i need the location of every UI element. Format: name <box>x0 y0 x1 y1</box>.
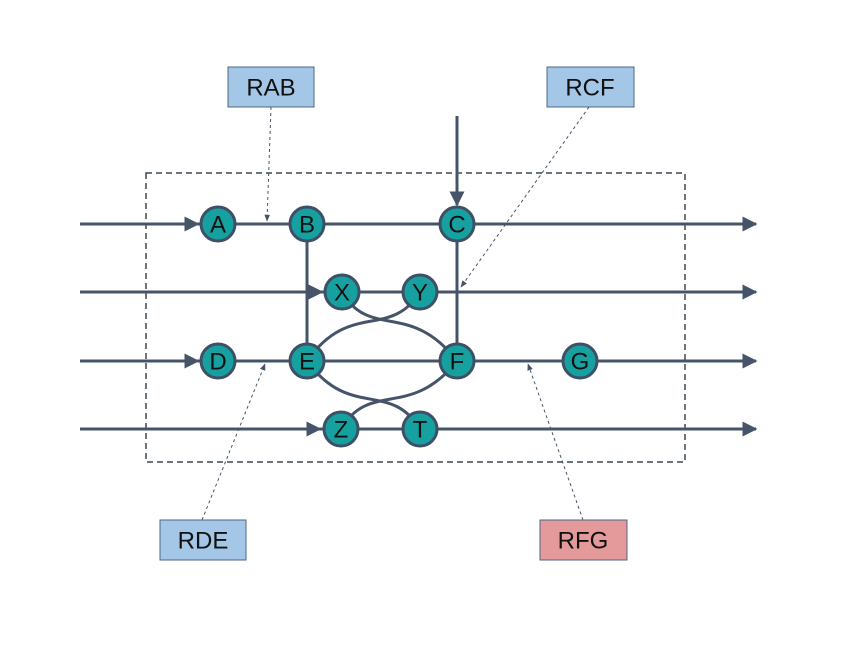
node-g: G <box>561 342 599 380</box>
pointer-rde <box>201 363 266 521</box>
node-t: T <box>401 410 439 448</box>
boundary-box <box>145 172 686 463</box>
label-rab: RAB <box>227 66 315 108</box>
svg-text:G: G <box>571 349 590 376</box>
svg-text:D: D <box>209 349 226 376</box>
svg-text:RDE: RDE <box>178 528 229 555</box>
node-y: Y <box>401 273 439 311</box>
svg-text:F: F <box>450 349 465 376</box>
svg-text:RAB: RAB <box>246 75 295 102</box>
curve-x-f <box>340 291 459 362</box>
pointer-rab <box>264 106 272 222</box>
svg-text:X: X <box>334 280 350 307</box>
node-e: E <box>288 342 326 380</box>
pointer-rcf <box>460 106 590 288</box>
node-x: X <box>323 273 361 311</box>
svg-text:T: T <box>413 417 428 444</box>
node-b: B <box>288 205 326 243</box>
svg-text:A: A <box>210 212 226 239</box>
svg-text:RCF: RCF <box>565 75 614 102</box>
node-a: A <box>199 205 237 243</box>
label-rde: RDE <box>159 519 247 561</box>
svg-text:Y: Y <box>412 280 428 307</box>
svg-text:Z: Z <box>334 417 349 444</box>
svg-text:RFG: RFG <box>558 528 609 555</box>
node-f: F <box>438 342 476 380</box>
pointer-rfg <box>527 363 584 521</box>
svg-text:E: E <box>299 349 315 376</box>
curve-e-y <box>305 291 422 362</box>
node-c: C <box>438 205 476 243</box>
svg-text:C: C <box>448 212 465 239</box>
node-d: D <box>199 342 237 380</box>
label-rfg: RFG <box>539 519 628 561</box>
label-rcf: RCF <box>546 66 635 108</box>
svg-text:B: B <box>299 212 315 239</box>
curve-z-f <box>339 360 459 430</box>
node-z: Z <box>322 410 360 448</box>
